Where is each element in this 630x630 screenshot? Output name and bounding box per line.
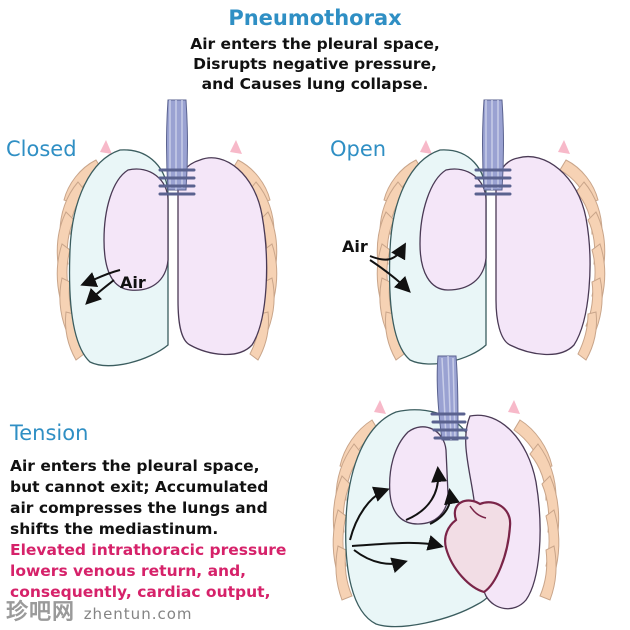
trachea: [158, 99, 196, 196]
closed-diagram: Air: [56, 99, 278, 367]
pleura-tip: [374, 400, 386, 414]
ribcage-left: [332, 419, 379, 601]
subtitle-line: Air enters the pleural space,: [190, 35, 440, 53]
pleura-tip: [508, 400, 520, 414]
air-arrow: [369, 259, 411, 293]
watermark-url: zhentun.com: [83, 605, 193, 623]
tension-description-line: Air enters the pleural space,: [10, 457, 260, 475]
tension-description: Air enters the pleural space, but cannot…: [10, 456, 310, 540]
heart: [444, 499, 512, 594]
tension-description-line: but cannot exit; Accumulated: [10, 478, 269, 496]
air-arrow: [349, 486, 390, 541]
tension-label: Tension: [10, 421, 89, 445]
collapsed-lung: [103, 168, 169, 291]
tension-diagram: [332, 355, 560, 628]
air-label: Air: [342, 237, 368, 256]
watermark: 珍吧网 zhentun.com: [6, 594, 193, 626]
air-label: Air: [120, 273, 146, 292]
ribcage-right: [559, 159, 606, 361]
tension-description-line: air compresses the lungs and: [10, 499, 268, 517]
pleura-tip: [230, 140, 242, 154]
pleura-tip: [420, 140, 432, 154]
tension-consequence-line: consequently, cardiac output,: [10, 583, 271, 601]
open-label: Open: [330, 137, 387, 161]
air-arrow: [353, 549, 408, 573]
pleura-tip: [100, 140, 112, 154]
air-arrow: [85, 279, 115, 305]
tension-consequence: Elevated intrathoracic pressure lowers v…: [10, 540, 310, 603]
air-arrow: [351, 535, 444, 551]
subtitle-line: and Causes lung collapse.: [201, 75, 429, 93]
watermark-text: 珍吧网: [6, 600, 76, 625]
subtitle: Air enters the pleural space, Disrupts n…: [160, 34, 470, 94]
ribcage-right: [513, 419, 560, 601]
trachea: [430, 355, 469, 441]
trachea: [474, 99, 512, 196]
tension-consequence-line: Elevated intrathoracic pressure: [10, 541, 287, 559]
air-arrow: [405, 466, 448, 521]
tension-consequence-line: lowers venous return, and,: [10, 562, 247, 580]
air-arrow: [369, 242, 406, 261]
open-diagram: Air: [342, 99, 606, 365]
subtitle-line: Disrupts negative pressure,: [193, 55, 437, 73]
page-title: Pneumothorax: [228, 6, 402, 30]
closed-label: Closed: [6, 137, 77, 161]
air-arrow: [80, 269, 121, 287]
pleura-tip: [558, 140, 570, 154]
air-arrow: [429, 488, 460, 525]
tension-description-line: shifts the mediastinum.: [10, 520, 219, 538]
